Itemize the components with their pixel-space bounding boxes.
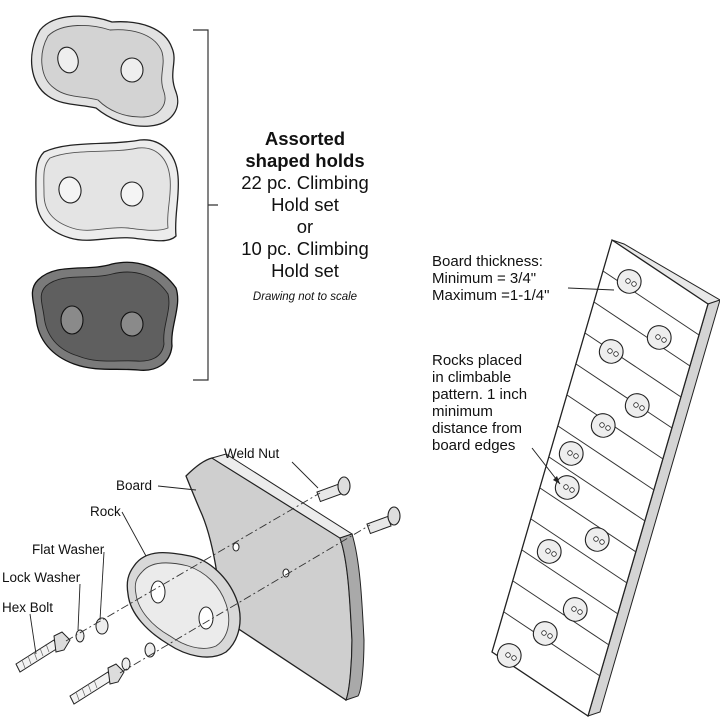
rock-note-line5: distance from xyxy=(432,420,523,437)
holds-title-line1: Assorted xyxy=(264,128,346,149)
assembly-rock xyxy=(126,551,241,658)
holds-line7: Hold set xyxy=(271,260,339,281)
rock-note-line1: Rocks placed xyxy=(432,352,523,369)
holds-line6: 10 pc. Climbing xyxy=(241,238,369,259)
rock-note-line6: board edges xyxy=(432,437,516,454)
hex-bolt-upper xyxy=(15,631,71,673)
flat-washer-upper xyxy=(95,617,109,635)
board-thickness-line1: Board thickness: xyxy=(432,253,543,270)
holds-title-line2: shaped holds xyxy=(245,150,365,171)
board-thickness-note: Board thickness: Minimum = 3/4" Maximum … xyxy=(432,253,549,304)
holds-line5: or xyxy=(296,216,314,237)
flat-washer-label: Flat Washer xyxy=(32,542,105,557)
scale-note: Drawing not to scale xyxy=(252,291,358,303)
board-thickness-leader xyxy=(567,287,615,291)
holds-line3: 22 pc. Climbing xyxy=(241,172,369,193)
climbing-hold-bottom xyxy=(31,261,179,371)
rock-note-line2: in climbable xyxy=(432,369,512,386)
weld-nut-label: Weld Nut xyxy=(224,446,280,461)
climbing-hold-top xyxy=(30,15,179,127)
holds-line4: Hold set xyxy=(271,194,339,215)
weld-nut-lower xyxy=(366,506,401,535)
rock-placement-arrowhead xyxy=(553,476,560,484)
climbing-hold-middle xyxy=(35,139,180,242)
rock-note-line3: pattern. 1 inch xyxy=(432,386,528,403)
board-thickness-line3: Maximum =1-1/4" xyxy=(432,287,550,304)
climbing-ladder-board xyxy=(491,238,720,718)
lock-washer-lower xyxy=(121,657,131,671)
hex-bolt-label: Hex Bolt xyxy=(2,600,54,615)
rock-placement-note: Rocks placed in climbable pattern. 1 inc… xyxy=(432,352,527,454)
hex-bolt-lower xyxy=(69,663,125,705)
rock-note-line4: minimum xyxy=(432,403,493,420)
part-leaders xyxy=(29,461,319,655)
lock-washer-upper xyxy=(75,629,85,643)
assembly-centerlines xyxy=(65,492,371,674)
weld-nut-upper xyxy=(316,476,351,503)
board-label: Board xyxy=(116,478,153,493)
assembly-board xyxy=(185,453,365,701)
holds-title: Assorted shaped holds xyxy=(225,128,385,172)
board-thickness-line2: Minimum = 3/4" xyxy=(432,270,537,287)
bracket-line xyxy=(193,29,218,381)
rock-label: Rock xyxy=(90,504,121,519)
lock-washer-label: Lock Washer xyxy=(2,570,81,585)
